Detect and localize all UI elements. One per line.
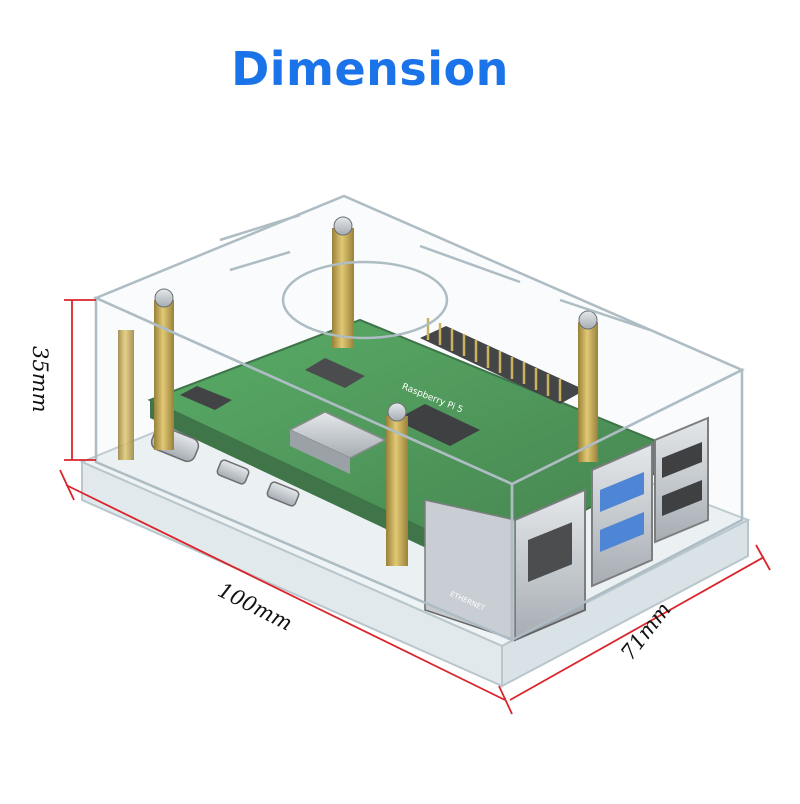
dimension-lines	[59, 299, 771, 715]
standoffs	[118, 216, 598, 566]
chips	[180, 358, 480, 474]
ethernet-port	[424, 488, 586, 642]
height-dimension-label: 35mm	[28, 346, 52, 413]
usb-ports	[591, 416, 709, 588]
acrylic-shell	[92, 194, 745, 643]
page-title: Dimension	[231, 42, 509, 96]
gpio-header	[420, 318, 585, 404]
